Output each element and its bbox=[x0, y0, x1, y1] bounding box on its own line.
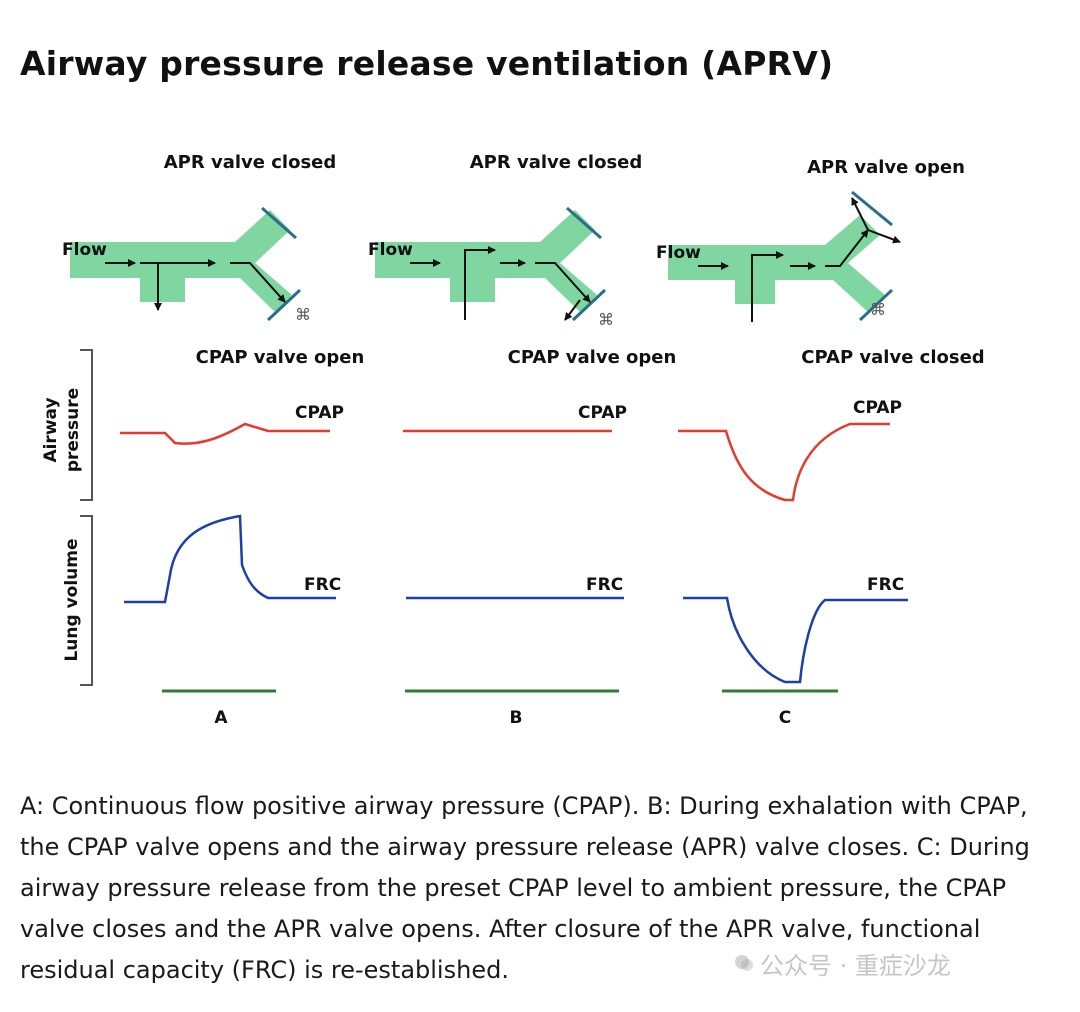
tube-b bbox=[375, 210, 597, 312]
panel-label-b: B bbox=[510, 708, 523, 728]
aprv-diagram: APR valve closed ⌘ Flow CPAP valve open … bbox=[41, 152, 985, 728]
tube-c bbox=[668, 215, 885, 312]
panel-label-c: C bbox=[779, 708, 791, 728]
pressure-curve-a bbox=[120, 422, 330, 445]
y-axis-pressure: Airway pressure bbox=[41, 349, 93, 501]
cpap-valve-c bbox=[858, 288, 894, 322]
apr-valve-a bbox=[261, 206, 297, 240]
volume-curve-a bbox=[124, 514, 336, 604]
flow-label-a: Flow bbox=[62, 240, 107, 260]
volume-label-b: FRC bbox=[586, 575, 623, 595]
tube-a bbox=[70, 210, 292, 312]
volume-axis-label: Lung volume bbox=[62, 538, 82, 661]
apr-valve-label-a: APR valve closed bbox=[164, 152, 337, 173]
volume-label-a: FRC bbox=[304, 575, 341, 595]
pressure-label-c: CPAP bbox=[853, 398, 902, 418]
y-axis-volume: Lung volume bbox=[62, 515, 93, 686]
apr-valve-b bbox=[566, 206, 602, 240]
pressure-label-a: CPAP bbox=[295, 403, 344, 423]
cpap-valve-b bbox=[571, 288, 607, 322]
cpap-spring-a: ⌘ bbox=[295, 307, 311, 324]
cpap-valve-label-b: CPAP valve open bbox=[508, 347, 677, 368]
flow-label-b: Flow bbox=[368, 240, 413, 260]
apr-valve-label-c: APR valve open bbox=[807, 157, 965, 178]
cpap-spring-c: ⌘ bbox=[870, 302, 886, 319]
watermark: 公众号 · 重症沙龙 bbox=[760, 952, 951, 980]
cpap-valve-label-a: CPAP valve open bbox=[196, 347, 365, 368]
circuit-a: APR valve closed ⌘ Flow CPAP valve open bbox=[62, 152, 364, 368]
figure-caption: A: Continuous flow positive airway press… bbox=[20, 792, 1030, 984]
wechat-icon bbox=[735, 955, 753, 971]
apr-valve-label-b: APR valve closed bbox=[470, 152, 643, 173]
cpap-valve-label-c: CPAP valve closed bbox=[801, 347, 984, 368]
cpap-spring-b: ⌘ bbox=[598, 312, 614, 329]
flow-label-c: Flow bbox=[656, 243, 701, 263]
pressure-curve-c bbox=[678, 422, 890, 502]
volume-curve-c bbox=[683, 596, 908, 684]
circuit-b: APR valve closed ⌘ Flow CPAP valve open bbox=[368, 152, 676, 368]
volume-label-c: FRC bbox=[867, 575, 904, 595]
pressure-axis-label-1: Airway bbox=[41, 397, 61, 462]
cpap-valve-a bbox=[266, 288, 302, 322]
page-title: Airway pressure release ventilation (APR… bbox=[20, 44, 834, 83]
pressure-label-b: CPAP bbox=[578, 403, 627, 423]
panel-label-a: A bbox=[214, 708, 228, 728]
circuit-c: APR valve open ⌘ Flow CPAP valve closed bbox=[656, 157, 985, 368]
pressure-axis-label-2: pressure bbox=[63, 388, 83, 472]
